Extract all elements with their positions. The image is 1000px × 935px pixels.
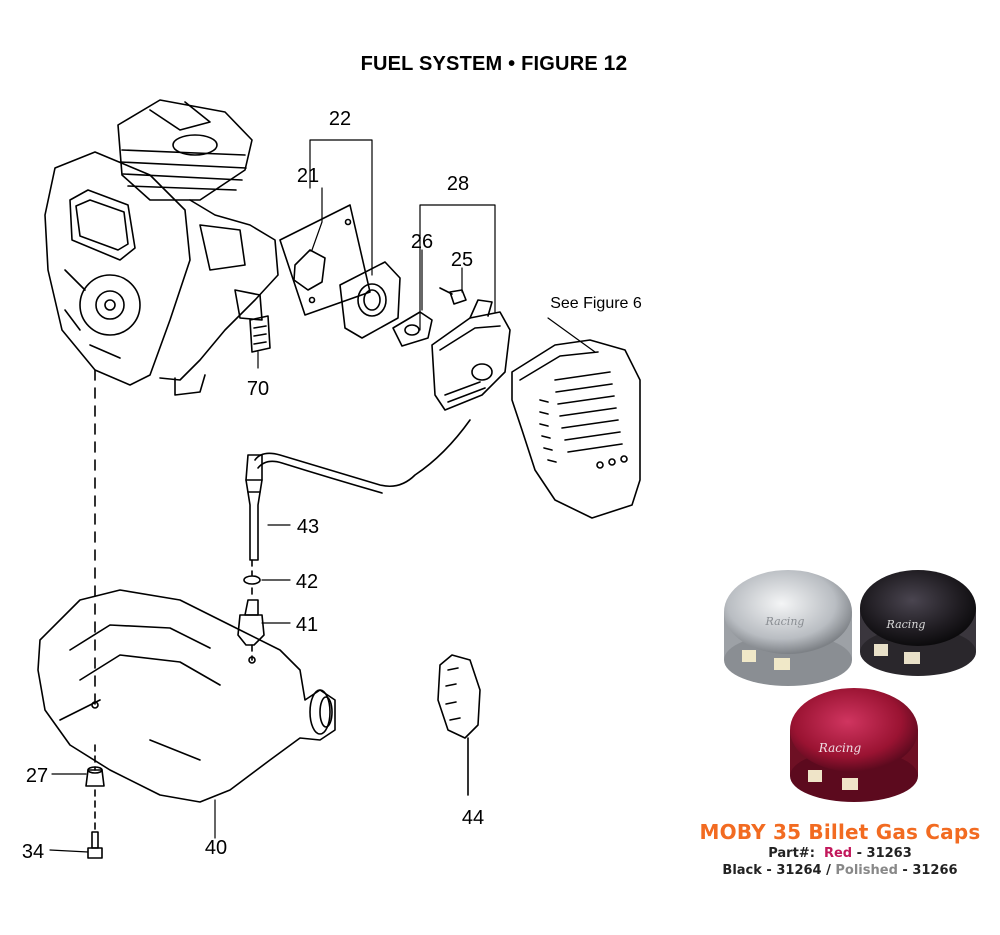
red-gas-cap: Racing — [790, 688, 918, 802]
callout-26: 26 — [411, 231, 433, 253]
air-cleaner-cover — [511, 339, 641, 519]
ad-part-line: Part#: Red - 31263 — [690, 846, 990, 861]
part-42-clip — [243, 575, 261, 585]
fuel-line — [254, 419, 471, 488]
polished-label: Polished — [835, 863, 898, 878]
callout-21: 21 — [297, 165, 319, 187]
callout-34: 34 — [22, 841, 44, 863]
black-part-number: - 31264 / — [761, 863, 836, 878]
page-title: FUEL SYSTEM • FIGURE 12 — [0, 52, 988, 76]
callout-40: 40 — [205, 837, 227, 859]
part-28-carburetor — [431, 299, 511, 411]
callout-28: 28 — [447, 173, 469, 195]
callout-42: 42 — [296, 571, 318, 593]
part-34-screw — [87, 789, 103, 859]
black-gas-cap: Racing — [860, 570, 976, 676]
red-cap-logo: Racing — [818, 741, 862, 755]
part-44-fuel-cap — [437, 654, 481, 796]
part-21-gasket — [279, 204, 371, 316]
gas-cap-advertisement[interactable]: MOBY 35 Billet Gas Caps Part#: Red - 312… — [690, 820, 990, 878]
red-label: Red — [823, 846, 853, 861]
callout-22: 22 — [329, 108, 351, 130]
callout-41: 41 — [296, 614, 318, 636]
callout-25: 25 — [451, 249, 473, 271]
title-text: FUEL SYSTEM • FIGURE — [360, 53, 598, 75]
part-27-bushing — [85, 766, 105, 787]
ad-headline: MOBY 35 Billet Gas Caps — [699, 820, 981, 844]
ad-variant-line: Black - 31264 / Polished - 31266 — [690, 863, 990, 878]
black-label: Black — [722, 863, 762, 878]
figure-number: 12 — [603, 52, 628, 75]
callout-44: 44 — [462, 807, 484, 829]
callout-70: 70 — [247, 378, 269, 400]
callouts: 22 21 28 26 25 See Figure 6 70 43 42 41 … — [22, 108, 642, 863]
red-part-number: - 31263 — [852, 846, 912, 861]
part-25-screw — [439, 287, 467, 305]
see-figure-note: See Figure 6 — [550, 295, 642, 312]
part-22-insulator — [339, 261, 401, 339]
callout-27: 27 — [26, 765, 48, 787]
part-40-fuel-tank — [37, 589, 336, 803]
polished-part-number: - 31266 — [897, 863, 958, 878]
leader-lines — [49, 139, 596, 853]
part-26-gasket — [392, 311, 433, 347]
engine-assembly — [44, 99, 279, 396]
polished-cap-logo: Racing — [765, 615, 805, 628]
callout-43: 43 — [297, 516, 319, 538]
part-label: Part#: — [768, 846, 815, 861]
part-43-pickup-line — [245, 454, 263, 561]
polished-gas-cap: Racing — [724, 570, 852, 686]
part-70-clip — [249, 315, 271, 353]
black-cap-logo: Racing — [886, 618, 926, 631]
part-41-fuel-filter — [237, 599, 265, 646]
